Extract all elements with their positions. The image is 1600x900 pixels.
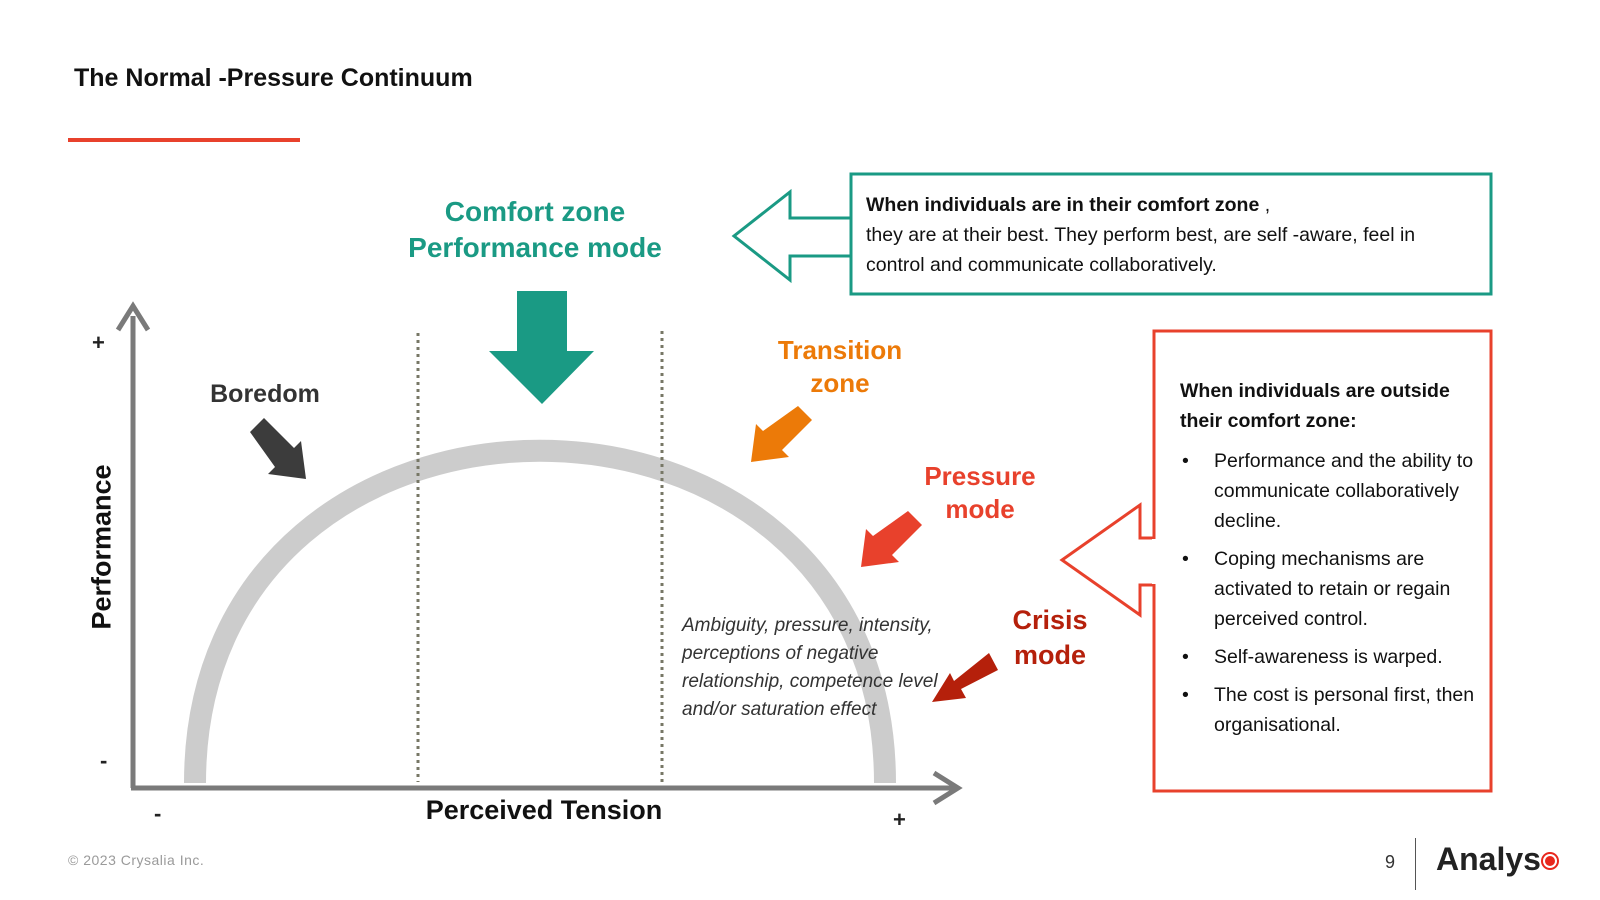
comfort-box-body: they are at their best. They perform bes… [866, 224, 1416, 276]
comfort-box-heading: When individuals are in their comfort zo… [866, 194, 1260, 216]
outside-box-list: Performance and the ability to communica… [1180, 446, 1480, 740]
comfort-box-text: When individuals are in their comfort zo… [866, 190, 1476, 280]
comfort-box-heading-suffix: , [1259, 194, 1271, 216]
comfort-zone-label: Comfort zone Performance mode [400, 194, 670, 266]
y-axis-low-marker: - [100, 748, 108, 773]
transition-zone-label: Transition zone [750, 334, 930, 401]
comfort-zone-label-line1: Comfort zone [444, 196, 626, 227]
arrow-left-outline-icon [731, 188, 853, 284]
arrow-down-left-icon [932, 653, 998, 702]
copyright-text: © 2023 Crysalia Inc. [68, 852, 205, 868]
x-axis-low-marker: - [154, 801, 162, 826]
x-axis [131, 770, 963, 806]
pressure-mode-label: Pressure mode [900, 460, 1060, 527]
outside-box-text: When individuals are outside their comfo… [1180, 376, 1480, 748]
y-axis-label: Performance [86, 464, 117, 630]
arrow-down-right-icon [250, 418, 306, 479]
footer-divider [1415, 838, 1416, 890]
outside-box-heading: When individuals are outside their comfo… [1180, 380, 1450, 432]
y-axis-high-marker: + [92, 330, 105, 355]
page-number: 9 [1385, 852, 1396, 872]
pressure-factors-note: Ambiguity, pressure, intensity, percepti… [682, 615, 938, 720]
transition-label-line1: Transition [777, 335, 903, 365]
transition-label-line2: zone [810, 368, 870, 399]
list-item: The cost is personal first, then organis… [1180, 680, 1480, 740]
crisis-label-line1: Crisis [1012, 605, 1088, 635]
comfort-zone-label-line2: Performance mode [408, 231, 662, 263]
performance-curve [184, 439, 896, 784]
arrow-down-left-icon [861, 511, 922, 567]
list-item: Self-awareness is warped. [1180, 642, 1480, 672]
list-item: Coping mechanisms are activated to retai… [1180, 544, 1480, 634]
crisis-mode-label: Crisis mode [990, 603, 1110, 672]
slide-title: The Normal -Pressure Continuum [74, 64, 473, 92]
x-axis-high-marker: + [893, 807, 906, 832]
pressure-label-line1: Pressure [924, 461, 1036, 491]
pressure-label-line2: mode [945, 494, 1015, 525]
crisis-label-line2: mode [1013, 639, 1086, 670]
brand-dot-icon [1545, 856, 1555, 866]
comfort-zone-box [849, 172, 1493, 296]
list-item: Performance and the ability to communica… [1180, 446, 1480, 536]
brand-logo: Analys [1436, 841, 1541, 877]
arrow-down-icon [489, 291, 594, 404]
arrow-left-outline-icon [1059, 502, 1156, 618]
y-axis [115, 301, 151, 788]
x-axis-label: Perceived Tension [425, 795, 663, 825]
arrow-down-left-icon [751, 406, 812, 462]
title-underline [68, 138, 300, 142]
boredom-label: Boredom [210, 380, 320, 408]
